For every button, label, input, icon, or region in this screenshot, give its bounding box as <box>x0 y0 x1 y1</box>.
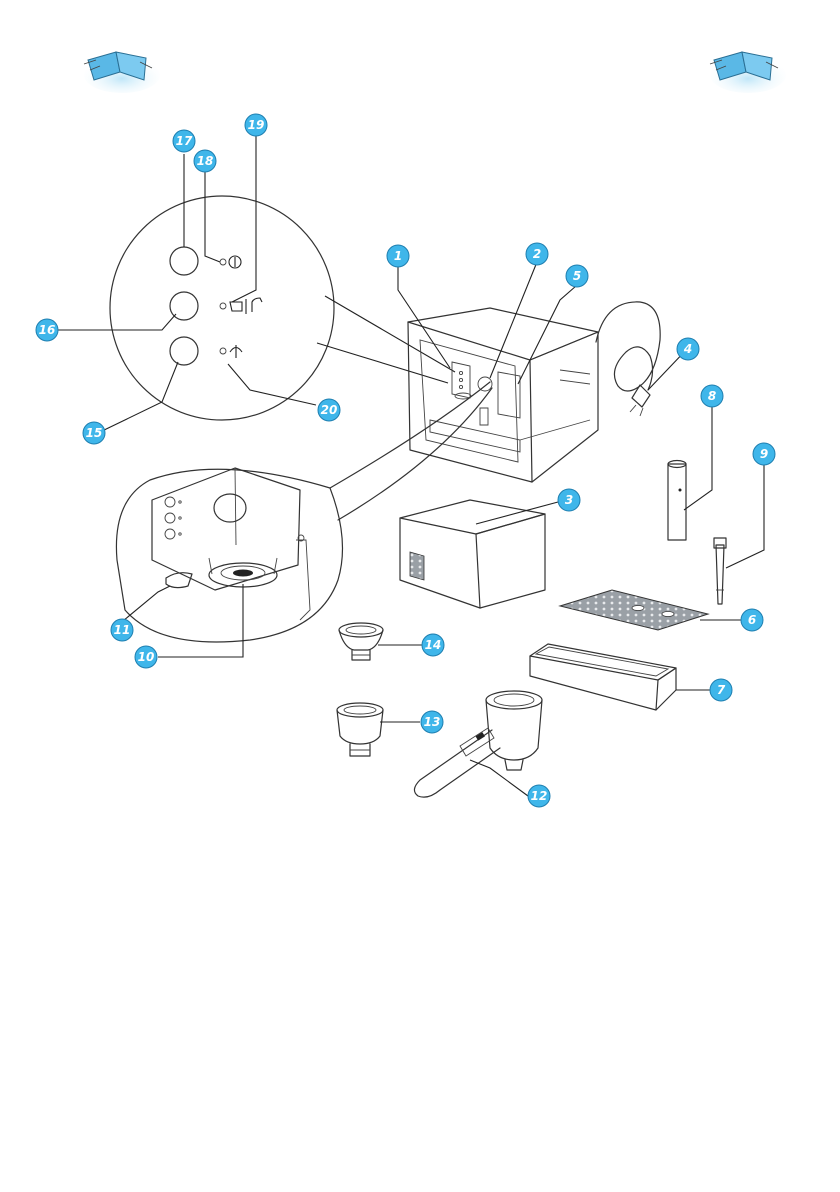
steam-symbol-icon <box>230 345 242 358</box>
filter-basket-single <box>339 623 383 660</box>
svg-text:20: 20 <box>321 403 338 417</box>
svg-text:14: 14 <box>425 638 442 652</box>
label-badge-1: 1 <box>387 245 409 267</box>
drip-tray-grid <box>560 590 708 630</box>
label-badge-12: 12 <box>528 785 550 807</box>
svg-text:9: 9 <box>760 447 768 461</box>
control-panel-detail <box>110 196 334 420</box>
svg-text:7: 7 <box>717 683 726 697</box>
svg-text:1: 1 <box>394 249 402 263</box>
water-tank <box>400 500 545 608</box>
lamp-19 <box>220 303 226 309</box>
filter-basket-double <box>337 703 383 756</box>
steam-nozzle <box>714 538 726 604</box>
power-cord <box>596 302 660 416</box>
svg-text:6: 6 <box>748 613 756 627</box>
svg-text:5: 5 <box>573 269 581 283</box>
label-badge-5: 5 <box>566 265 588 287</box>
label-badge-4: 4 <box>677 338 699 360</box>
book-icon-right <box>710 52 786 93</box>
label-badge-17: 17 <box>173 130 195 152</box>
frother-tube <box>668 461 686 541</box>
svg-text:10: 10 <box>138 650 155 664</box>
svg-text:15: 15 <box>86 426 103 440</box>
espresso-machine <box>408 308 598 482</box>
lamp-20 <box>220 348 226 354</box>
svg-text:4: 4 <box>683 342 692 356</box>
label-badge-11: 11 <box>111 619 133 641</box>
label-badge-14: 14 <box>422 634 444 656</box>
svg-text:19: 19 <box>248 118 265 132</box>
label-badge-6: 6 <box>741 609 763 631</box>
label-badge-9: 9 <box>753 443 775 465</box>
label-badge-8: 8 <box>701 385 723 407</box>
svg-text:16: 16 <box>39 323 56 337</box>
drip-tray <box>530 644 676 710</box>
label-badge-15: 15 <box>83 422 105 444</box>
label-badge-3: 3 <box>558 489 580 511</box>
svg-text:17: 17 <box>176 134 193 148</box>
label-badge-20: 20 <box>318 399 340 421</box>
svg-text:12: 12 <box>531 789 548 803</box>
svg-text:13: 13 <box>424 715 441 729</box>
svg-text:3: 3 <box>565 493 573 507</box>
label-badge-7: 7 <box>710 679 732 701</box>
button-15 <box>170 337 198 365</box>
svg-text:8: 8 <box>708 389 716 403</box>
label-badge-19: 19 <box>245 114 267 136</box>
label-badge-10: 10 <box>135 646 157 668</box>
portafilter <box>414 691 542 797</box>
label-badge-13: 13 <box>421 711 443 733</box>
label-badge-16: 16 <box>36 319 58 341</box>
label-badge-2: 2 <box>526 243 548 265</box>
svg-text:11: 11 <box>114 623 131 637</box>
svg-text:18: 18 <box>197 154 214 168</box>
lamp-18 <box>220 259 226 265</box>
svg-text:2: 2 <box>533 247 541 261</box>
button-17 <box>170 247 198 275</box>
book-icon-left <box>84 52 160 93</box>
power-symbol-icon <box>229 256 241 268</box>
label-badge-18: 18 <box>194 150 216 172</box>
